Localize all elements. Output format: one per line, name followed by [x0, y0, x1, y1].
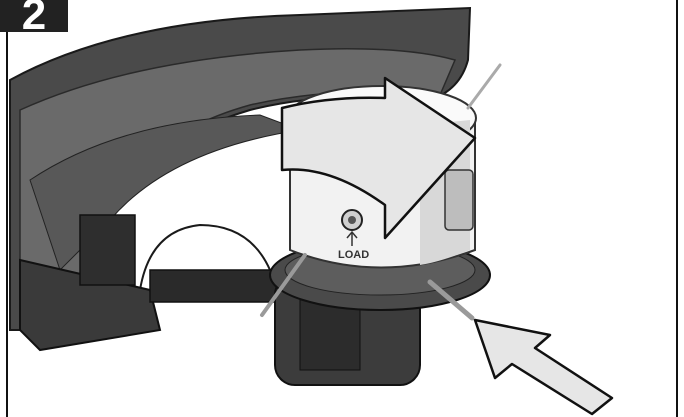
hub-window: [444, 169, 474, 231]
motor-detail: [299, 299, 361, 371]
illustration-frame: [6, 0, 678, 417]
load-arrow-icon: [346, 230, 358, 246]
step-number-badge: 2: [0, 0, 68, 32]
load-hole-center: [348, 216, 356, 224]
rotate-direction-arrow: [280, 76, 477, 240]
load-label: LOAD: [338, 249, 369, 261]
trimmer-line-left: [260, 253, 307, 317]
trimmer-line-right: [427, 279, 475, 321]
push-direction-arrow: [473, 318, 614, 416]
trimmer-line-top: [466, 63, 502, 110]
bracket-plate: [79, 214, 136, 286]
